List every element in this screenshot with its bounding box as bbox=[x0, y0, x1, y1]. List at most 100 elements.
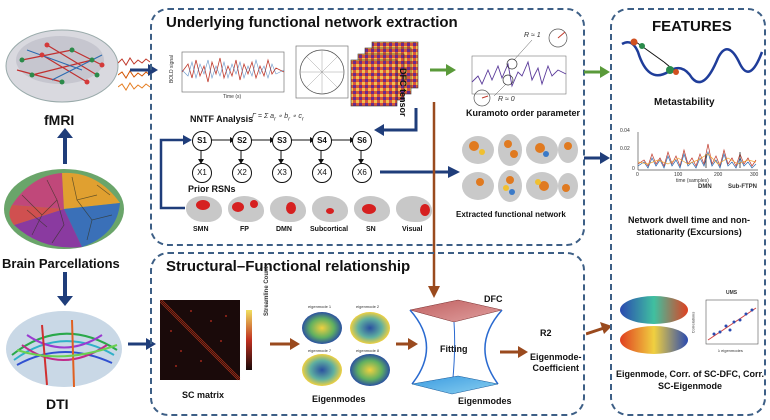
rsn-brain-fp bbox=[228, 196, 264, 222]
rsn-label: Subcortical bbox=[310, 226, 349, 233]
metastability-plot bbox=[618, 34, 764, 92]
phase-circle-plot bbox=[294, 44, 350, 100]
fitting-label: Fitting bbox=[440, 344, 468, 354]
nntf-label: NNTF Analysis bbox=[190, 114, 254, 124]
dti-tractography-image bbox=[2, 305, 127, 393]
dti-label: DTI bbox=[46, 396, 69, 412]
rsn-brain-sn bbox=[354, 196, 390, 222]
state-node: S1 bbox=[192, 131, 212, 151]
observation-node: X3 bbox=[272, 163, 292, 183]
prior-rsns-label: Prior RSNs bbox=[188, 184, 236, 194]
functional-network-title: Underlying functional network extraction bbox=[166, 14, 458, 31]
arrow-dfc-to-kuramoto bbox=[430, 64, 456, 76]
dwell-caption: Network dwell time and non-stationarity … bbox=[614, 214, 764, 238]
dwell-xtick: 100 bbox=[674, 172, 683, 178]
colorbar-label: Streamline Count bbox=[264, 266, 270, 316]
arrow-extracted-to-dwell bbox=[584, 152, 610, 164]
arrow-rsn-to-states bbox=[159, 135, 192, 210]
rsn-label: Visual bbox=[402, 226, 423, 233]
observation-node: X2 bbox=[232, 163, 252, 183]
eigenmode-coefficient-text: Eigenmode- Coefficient bbox=[530, 352, 582, 373]
rsn-label: SN bbox=[366, 226, 376, 233]
rsn-label: FP bbox=[240, 226, 249, 233]
arrow-dfc-to-fitting bbox=[428, 102, 440, 298]
rsn-brain-visual bbox=[396, 196, 432, 222]
state-node: S4 bbox=[312, 131, 332, 151]
arrow-dfc-to-nntf bbox=[374, 108, 418, 136]
fitting-surfaces bbox=[398, 296, 508, 396]
eigenmodes-grid: eigenmode 1 eigenmode 2 eigenmode 7 eige… bbox=[300, 304, 394, 392]
features-panel bbox=[610, 8, 766, 416]
eigenmode-surfaces bbox=[616, 292, 692, 362]
arrow-to-eigen-features bbox=[586, 322, 612, 336]
r2-label: R2 bbox=[540, 328, 552, 338]
dwell-xlabel: time (samples) bbox=[676, 178, 709, 184]
dwell-xtick: 200 bbox=[714, 172, 723, 178]
state-chain bbox=[180, 126, 380, 182]
eigen-features-caption: Eigenmode, Corr. of SC-DFC, Corr. SC-Eig… bbox=[614, 368, 766, 392]
dfc-tensor-stack bbox=[350, 40, 422, 108]
observation-node: X4 bbox=[312, 163, 332, 183]
fmri-label: fMRI bbox=[44, 112, 75, 128]
correlation-scatter: UMS Correlations λ eigenmodes bbox=[690, 290, 762, 362]
brain-parcellations-label: Brain Parcellations bbox=[2, 256, 120, 271]
eigenmodes-label: Eigenmodes bbox=[312, 394, 366, 404]
bold-signal-xlabel: Time (s) bbox=[223, 94, 242, 100]
sc-matrix: Streamline Count bbox=[159, 266, 270, 384]
eigen-tile-label: eigenmode 2 bbox=[356, 304, 380, 309]
sc-matrix-label: SC matrix bbox=[182, 390, 225, 400]
mini-title: UMS bbox=[726, 290, 738, 296]
structural-functional-title: Structural–Functional relationship bbox=[166, 258, 411, 275]
dwell-xtick: 300 bbox=[750, 172, 759, 178]
observation-node: X1 bbox=[192, 163, 212, 183]
observation-node: X6 bbox=[352, 163, 372, 183]
rsn-brain-smn bbox=[186, 196, 222, 222]
metastability-label: Metastability bbox=[654, 97, 715, 108]
eigen-tile-label: eigenmode 1 bbox=[308, 304, 332, 309]
dwell-ytick: 0.02 bbox=[620, 146, 630, 152]
fmri-signal-icons bbox=[117, 55, 154, 95]
mini-xlabel: λ eigenmodes bbox=[718, 348, 743, 353]
state-node: S2 bbox=[232, 131, 252, 151]
r-zero-label: R ≈ 0 bbox=[498, 96, 515, 103]
state-node: S6 bbox=[352, 131, 372, 151]
dwell-time-plot: 0.04 0.02 0 0 100 200 300 time (samples)… bbox=[618, 124, 764, 196]
functional-network-panel bbox=[150, 8, 585, 246]
extracted-network-brains bbox=[460, 130, 580, 210]
eigen-features-caption-text: Eigenmode, Corr. of SC-DFC, Corr. SC-Eig… bbox=[615, 369, 764, 391]
dwell-xtick: 0 bbox=[636, 172, 639, 178]
arrow-parcel-to-dti bbox=[57, 272, 73, 306]
rsn-label: DMN bbox=[276, 226, 292, 233]
nntf-formula: Γ = Σ ar ∘ br ∘ cr bbox=[252, 113, 304, 123]
kuramoto-plot: R ≈ 1 R ≈ 0 bbox=[462, 26, 582, 108]
arrow-fitting-to-r2 bbox=[500, 346, 528, 358]
kuramoto-label: Kuramoto order parameter bbox=[466, 108, 581, 118]
state-node: S3 bbox=[272, 131, 292, 151]
dmn-marker-label: DMN bbox=[698, 184, 712, 190]
dwell-caption-text: Network dwell time and non-stationarity … bbox=[627, 215, 750, 237]
fmri-brain-image bbox=[2, 20, 120, 108]
rsn-brain-dmn bbox=[270, 196, 306, 222]
brain-parcellation-image bbox=[2, 165, 127, 253]
features-title: FEATURES bbox=[652, 18, 732, 35]
extracted-network-label: Extracted functional network bbox=[456, 210, 566, 219]
dwell-ytick: 0 bbox=[632, 166, 635, 172]
r-one-label: R ≈ 1 bbox=[524, 32, 541, 39]
arrow-eigenmodes-to-fitting bbox=[396, 338, 418, 350]
bold-signal-ylabel: BOLD signal bbox=[169, 54, 176, 84]
arrow-top-to-features bbox=[584, 66, 610, 78]
arrow-sc-to-eigenmodes bbox=[270, 338, 300, 350]
fitting-eigenmodes-label: Eigenmodes bbox=[458, 396, 512, 406]
eigenmode-coefficient-label: Eigenmode- Coefficient bbox=[530, 352, 582, 374]
dwell-ytick: 0.04 bbox=[620, 128, 630, 134]
bold-signal-plot: BOLD signal Time (s) bbox=[168, 48, 288, 106]
eigen-tile-label: eigenmode 7 bbox=[308, 348, 332, 353]
arrow-parcel-to-fmri bbox=[57, 128, 73, 164]
structural-functional-panel bbox=[150, 252, 585, 416]
arrow-states-to-extracted bbox=[380, 166, 460, 178]
rsn-label: SMN bbox=[193, 226, 209, 233]
mini-ylabel: Correlations bbox=[690, 311, 696, 334]
fitting-dfc-label: DFC bbox=[484, 294, 503, 304]
eigen-tile-label: eigenmode 8 bbox=[356, 348, 380, 353]
rsn-brain-subcortical bbox=[312, 196, 348, 222]
